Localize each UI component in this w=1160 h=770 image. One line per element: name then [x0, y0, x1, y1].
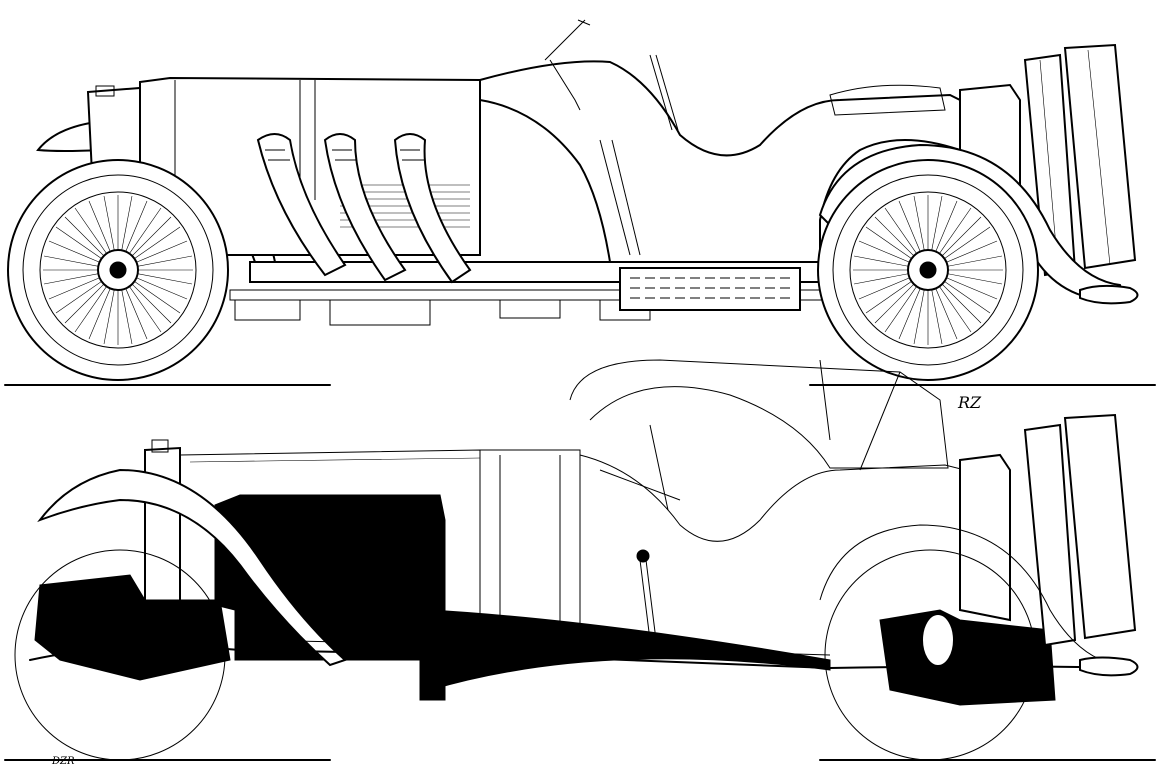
rear-deck-strap: [829, 84, 946, 116]
fuel-tank-cut: [959, 453, 1011, 622]
rear-exhaust-tip: [1079, 284, 1139, 305]
rear-wheel: [817, 159, 1039, 381]
steering-column: [599, 424, 681, 511]
signature-mark: RZ: [957, 393, 982, 412]
front-suspension: [34, 574, 231, 681]
engine-block: [214, 494, 446, 701]
gear-lever: [639, 559, 657, 641]
underside-parts: [234, 299, 651, 326]
exterior-side-view: RZ: [4, 19, 1156, 412]
signature-mark-lower: DZR: [51, 756, 75, 767]
soft-top-frame: [569, 359, 949, 469]
spare-wheel-cut-2: [1063, 413, 1137, 640]
front-wheel-cut: [14, 549, 226, 761]
footplate: [619, 267, 801, 311]
cutaway-side-view: DZR: [4, 359, 1156, 767]
footplate-slots: [630, 277, 790, 299]
body-tub-cut: [579, 454, 971, 601]
front-wheel: [7, 159, 229, 381]
rear-wheel-cut: [824, 549, 1036, 761]
torque-tube: [429, 609, 831, 691]
front-fender-cut: [37, 468, 347, 667]
rear-fender-cut: [819, 524, 1121, 666]
spare-wheel-cut-1: [1023, 423, 1077, 647]
spare-wheel-2: [1063, 43, 1137, 270]
steering-wheel: [649, 54, 679, 131]
exhaust-pipes: [256, 133, 472, 284]
bulkhead: [480, 449, 581, 640]
scuttle-levers: [544, 19, 591, 111]
